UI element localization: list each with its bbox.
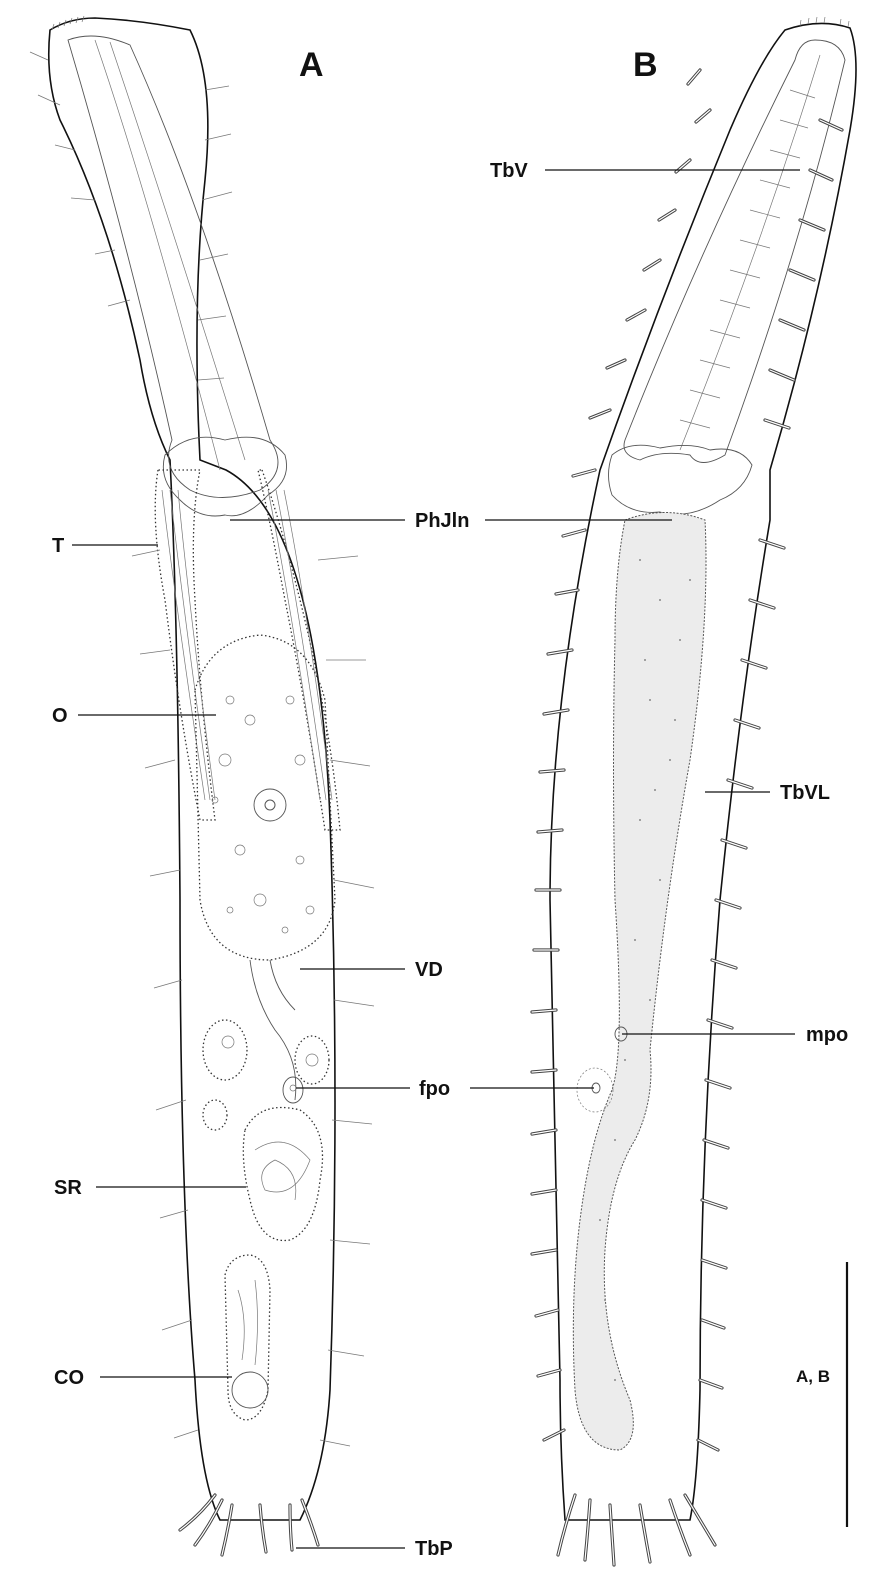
panel-label-a: A — [299, 46, 324, 84]
label-t: T — [52, 535, 64, 557]
label-tbvl: TbVL — [780, 782, 830, 804]
panel-a-copulatory-organ — [225, 1255, 270, 1420]
panel-a-ovary-vacuoles — [212, 696, 314, 933]
label-tbp: TbP — [415, 1538, 453, 1560]
label-co: CO — [54, 1367, 84, 1389]
label-o: O — [52, 705, 68, 727]
panel-a-sensory-hairs — [30, 52, 374, 1446]
label-mpo: mpo — [806, 1024, 848, 1046]
panel-a-gland-left — [203, 1020, 247, 1080]
label-fpo: fpo — [419, 1078, 450, 1100]
leader-lines — [72, 170, 800, 1548]
label-sr: SR — [54, 1177, 82, 1199]
panel-a-female-pore — [283, 1077, 303, 1103]
panel-a-pharyngeal-bulb — [163, 437, 286, 516]
scale-bar-label: A, B — [796, 1367, 830, 1386]
label-tbv: TbV — [490, 160, 528, 182]
panel-a-posterior-tubes — [180, 1495, 318, 1555]
panel-a-body-outline — [49, 18, 335, 1520]
panel-b-pharynx-striations — [680, 90, 815, 428]
panel-a-sr-coils — [255, 1142, 310, 1200]
panel-a-seminal-receptacle — [243, 1108, 322, 1241]
panel-a-co-bulb — [232, 1372, 268, 1408]
panel-a-vas-deferens — [250, 960, 296, 1100]
label-vd: VD — [415, 959, 443, 981]
panel-b-posterior-tubes — [558, 1495, 715, 1565]
panel-b-female-pore-area — [577, 1068, 613, 1112]
panel-a-mouth-cilia — [52, 16, 84, 30]
panel-a-gland-left-small — [203, 1100, 227, 1130]
panel-a-testis-left — [155, 470, 215, 820]
panel-a-testis-striations — [162, 490, 332, 800]
panel-b-intestine — [573, 513, 706, 1451]
panel-a-pharynx — [68, 36, 278, 498]
label-phjln: PhJln — [415, 510, 469, 532]
panel-a-ovary-nucleolus — [265, 800, 275, 810]
panel-label-b: B — [633, 46, 658, 84]
panel-a-gland-right — [295, 1036, 329, 1084]
panel-a-ovary-nucleus — [254, 789, 286, 821]
panel-b-pharynx — [624, 40, 845, 463]
panel-a-drawing — [30, 16, 374, 1555]
